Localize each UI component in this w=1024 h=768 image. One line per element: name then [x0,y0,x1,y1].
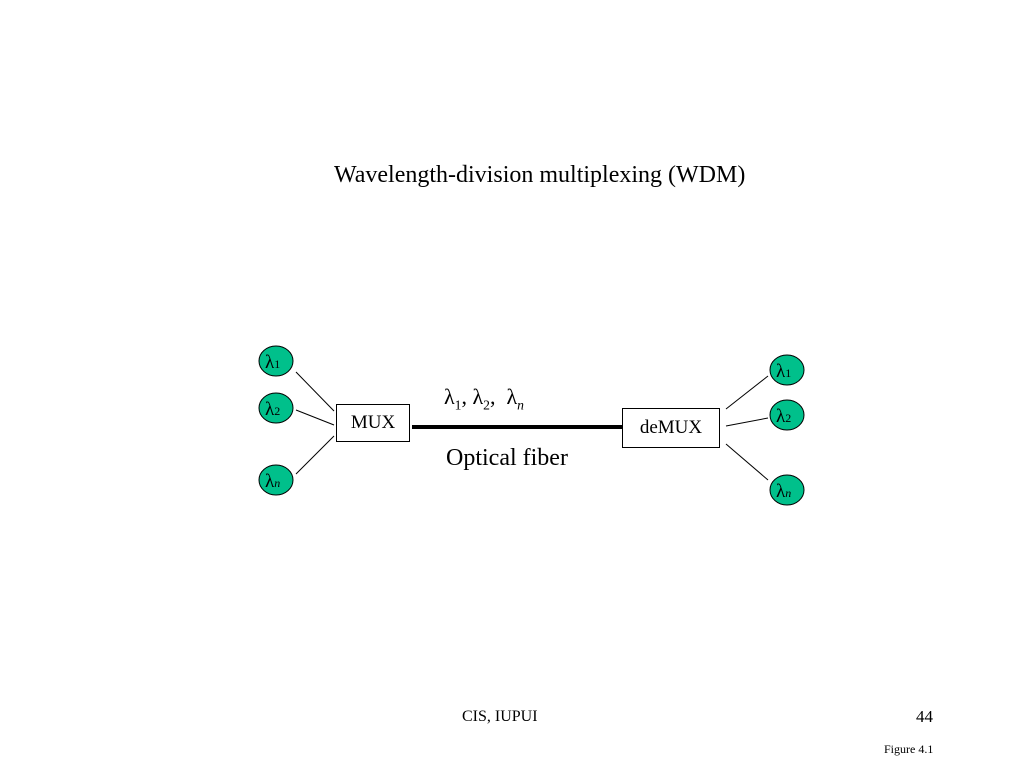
demux-output-circle-1: λ1 [769,354,805,386]
svg-text:λ1: λ1 [776,361,791,382]
lambda-symbol: λ [776,361,786,382]
mux-box: MUX [336,404,410,442]
demux-output-line-1 [725,375,769,410]
demux-output-line-n [725,443,769,481]
demux-output-line-2 [725,417,769,427]
svg-text:λ1: λ1 [265,352,280,373]
figure-reference: Figure 4.1 [884,742,934,756]
svg-text:λ2: λ2 [776,406,791,427]
mux-input-line-2 [295,409,335,426]
demux-box: deMUX [622,408,720,448]
mux-input-circle-1: λ1 [258,345,294,377]
slide-title: Wavelength-division multiplexing (WDM) [334,162,746,188]
demux-output-circle-2: λ2 [769,399,805,431]
footer-text: CIS, IUPUI [462,708,538,725]
mux-input-circle-n: λn [258,464,294,496]
demux-output-circle-n: λn [769,474,805,506]
lambda-symbol: λ [265,399,275,420]
svg-text:λn: λn [265,471,280,492]
lambda-symbol: λ [776,481,786,502]
svg-text:λn: λn [776,481,791,502]
page-number: 44 [916,707,933,726]
lambda-symbol: λ [265,471,275,492]
mux-input-line-n [295,435,335,475]
svg-text:λ2: λ2 [265,399,280,420]
mux-input-line-1 [295,371,335,412]
optical-fiber-label: Optical fiber [446,445,568,471]
lambda-symbol: λ [776,406,786,427]
mux-input-circle-2: λ2 [258,392,294,424]
lambda-symbol: λ [265,352,275,373]
fiber-wavelengths-label: λ1, λ2, λn [444,384,524,413]
